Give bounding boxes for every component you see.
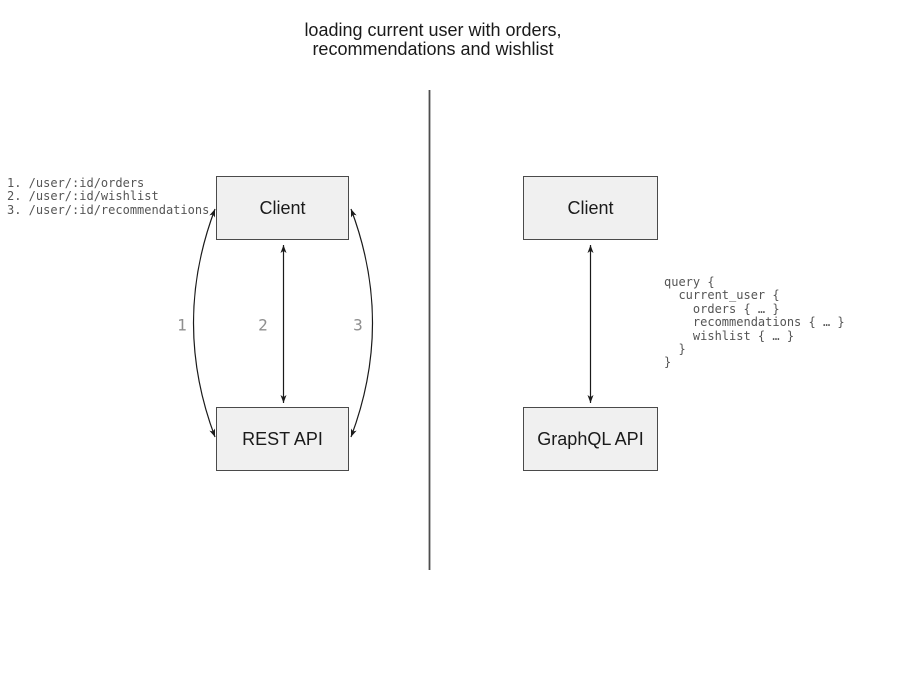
graphql-client-box-label: Client [567,197,614,218]
rest-endpoints-list: 1. /user/:id/orders 2. /user/:id/wishlis… [7,176,210,217]
graphql-query-code: query { current_user { orders { … } reco… [664,275,845,370]
rest-arrow-2-label: 2 [258,315,268,335]
rest-api-box-label: REST API [242,428,323,449]
rest-arrow-1-label: 1 [177,315,187,335]
rest-arrow-3-label: 3 [353,315,363,335]
graphql-api-box-label: GraphQL API [537,428,644,449]
rest-api-box: REST API [216,407,349,471]
rest-arrow-3-curved [350,208,374,438]
rest-client-box-label: Client [259,197,306,218]
rest-client-box: Client [216,176,349,240]
graphql-client-box: Client [523,176,658,240]
diagram-title: loading current user with orders, recomm… [304,21,561,59]
diagram-title-line1: loading current user with orders, [304,20,562,40]
diagram-title-line2: recommendations and wishlist [312,39,554,59]
rest-arrow-1-curved [192,208,216,438]
graphql-api-box: GraphQL API [523,407,658,471]
